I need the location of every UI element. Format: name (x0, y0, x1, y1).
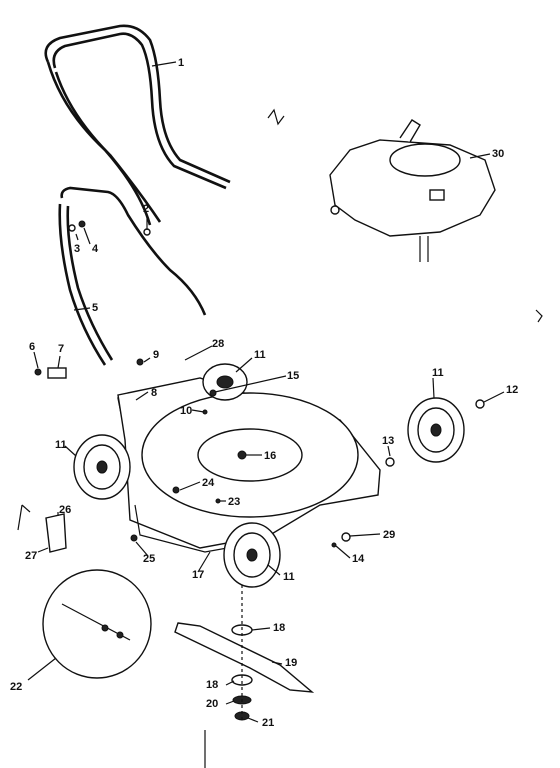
nut-24-part (172, 486, 180, 494)
callout-15: 15 (287, 370, 299, 382)
engine-spring-mark (267, 108, 285, 126)
wheel-left (73, 434, 131, 500)
callout-4: 4 (92, 243, 99, 255)
callout-29: 29 (383, 529, 395, 541)
callout-16: 16 (264, 450, 276, 462)
nut-13-part (385, 457, 395, 467)
callout-14: 14 (352, 553, 365, 565)
clip-7-part (47, 367, 67, 379)
wheel-right (407, 397, 465, 463)
wheel-top (202, 363, 248, 401)
callout-2: 2 (143, 203, 149, 215)
screw-6-part (34, 368, 42, 376)
callout-7: 7 (58, 343, 64, 355)
callout-24: 24 (202, 477, 215, 489)
callout-20: 20 (206, 698, 218, 710)
screw-23-part (215, 498, 221, 504)
callout-11-top: 11 (254, 349, 266, 361)
screw-9-part (136, 358, 144, 366)
callout-12: 12 (506, 384, 518, 396)
callout-26: 26 (59, 504, 71, 516)
callout-18a: 18 (273, 622, 285, 634)
callout-30: 30 (492, 148, 504, 160)
bolt-3-part (68, 224, 76, 232)
callout-8: 8 (151, 387, 157, 399)
callout-9: 9 (153, 349, 159, 361)
callout-5: 5 (92, 302, 98, 314)
detail-circle (42, 569, 152, 679)
nut-25-part (130, 534, 138, 542)
bracket-26-part (45, 513, 67, 553)
callout-11-right: 11 (432, 367, 444, 379)
engine (329, 119, 496, 262)
lower-handle (58, 186, 207, 366)
callout-21: 21 (262, 717, 274, 729)
washer-29-part (341, 532, 351, 542)
callout-17: 17 (192, 569, 204, 581)
wheel-front (223, 522, 281, 588)
nut-4-part (78, 220, 86, 228)
upper-handle (44, 24, 231, 226)
callout-3: 3 (74, 243, 80, 255)
callout-11-left: 11 (55, 439, 67, 451)
leader-lines (27, 61, 505, 723)
shaft-16-part (237, 450, 247, 460)
bolt-12-part (475, 399, 485, 409)
callout-10: 10 (180, 405, 192, 417)
callout-19: 19 (285, 657, 297, 669)
spring-27-part (17, 504, 31, 531)
callout-13: 13 (382, 435, 394, 447)
blade-19-part (174, 622, 315, 693)
callout-22: 22 (10, 681, 22, 693)
callout-27: 27 (25, 550, 37, 562)
bolt-15-part (209, 389, 217, 397)
washer-14-part (331, 542, 337, 548)
callout-11-front: 11 (283, 571, 295, 583)
callout-28: 28 (212, 338, 224, 350)
callout-1: 1 (178, 57, 184, 69)
callout-6: 6 (29, 341, 35, 353)
callout-23: 23 (228, 496, 240, 508)
edge-scribble (535, 309, 543, 323)
callout-25: 25 (143, 553, 155, 565)
callout-18b: 18 (206, 679, 218, 691)
